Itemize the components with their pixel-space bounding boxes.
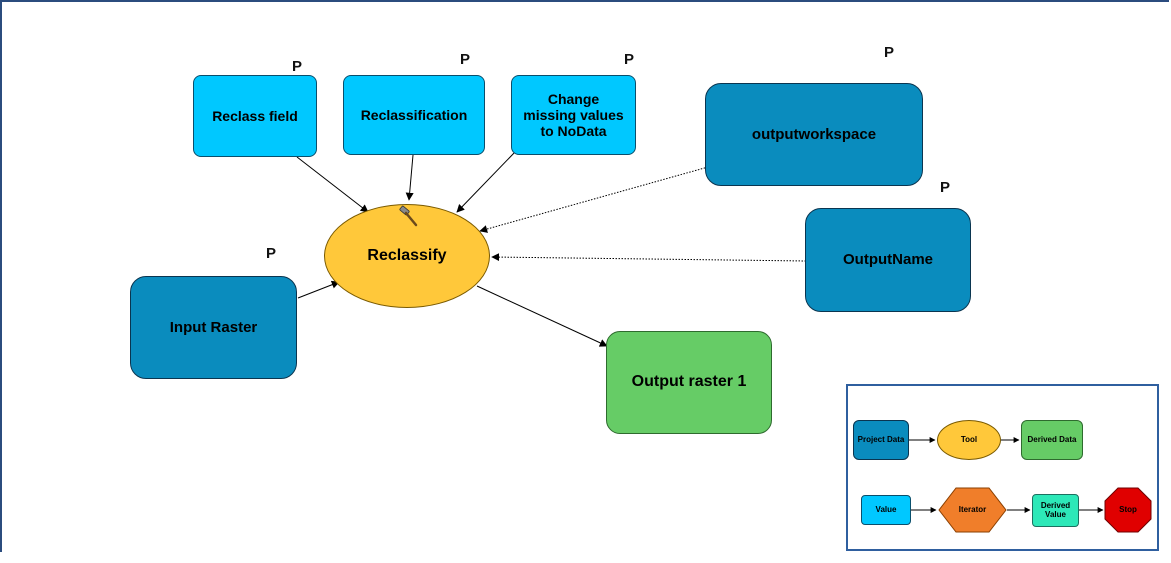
node-label: Output raster 1 [631, 373, 747, 391]
param-marker-outputworkspace: P [884, 44, 895, 61]
legend-label: Value [875, 504, 897, 514]
param-marker-reclass-field: P [292, 58, 303, 75]
legend-iterator-shape [938, 487, 1007, 533]
node-label: OutputName [843, 251, 933, 269]
node-outputworkspace[interactable]: outputworkspace [705, 83, 923, 186]
node-input-raster[interactable]: Input Raster [130, 276, 297, 379]
legend-label: Tool [960, 434, 978, 444]
legend-project-data: Project Data [853, 420, 909, 460]
legend-value: Value [861, 495, 911, 525]
legend-label: Stop [1119, 504, 1137, 514]
legend-tool: Tool [937, 420, 1001, 460]
node-label: Reclassify [367, 246, 447, 264]
hammer-icon [399, 205, 418, 227]
node-reclassify[interactable]: Reclassify [324, 204, 490, 308]
connector-input-raster[interactable] [297, 280, 340, 299]
connector-reclassification[interactable] [405, 154, 414, 201]
node-label: Reclassification [360, 106, 468, 123]
legend-label: Derived Data [1027, 434, 1077, 444]
param-marker-reclassification: P [460, 51, 471, 68]
connector-outputworkspace[interactable] [479, 166, 709, 233]
legend-connector-layer [909, 437, 1104, 513]
param-marker-input-raster: P [266, 245, 277, 262]
param-marker-output-name: P [940, 179, 951, 196]
legend-stop-shape [1104, 487, 1152, 533]
connector-reclass-field[interactable] [296, 156, 369, 213]
node-output-raster[interactable]: Output raster 1 [606, 331, 772, 434]
connector-output-raster[interactable] [476, 285, 608, 347]
node-label: Change missing values to NoData [523, 90, 624, 140]
legend-label: Project Data [857, 434, 905, 444]
legend-iterator: Iterator [938, 487, 1007, 533]
node-reclassification[interactable]: Reclassification [343, 75, 485, 155]
node-label: Reclass field [212, 107, 298, 124]
legend-stop: Stop [1104, 487, 1152, 533]
legend-derived-data: Derived Data [1021, 420, 1083, 460]
legend-label: Iterator [958, 504, 987, 514]
node-label: outputworkspace [751, 125, 877, 143]
node-change-missing[interactable]: Change missing values to NoData [511, 75, 636, 155]
node-label: Input Raster [169, 318, 258, 336]
node-output-name[interactable]: OutputName [805, 208, 971, 312]
connector-change-missing[interactable] [456, 151, 516, 213]
legend-derived-value: Derived Value [1032, 494, 1079, 527]
param-marker-change-missing: P [624, 51, 635, 68]
legend-label: Derived Value [1040, 500, 1071, 519]
connector-output-name[interactable] [491, 253, 807, 262]
node-reclass-field[interactable]: Reclass field [193, 75, 317, 157]
legend-panel: Project Data Tool Derived Data Value Ite… [846, 384, 1159, 551]
